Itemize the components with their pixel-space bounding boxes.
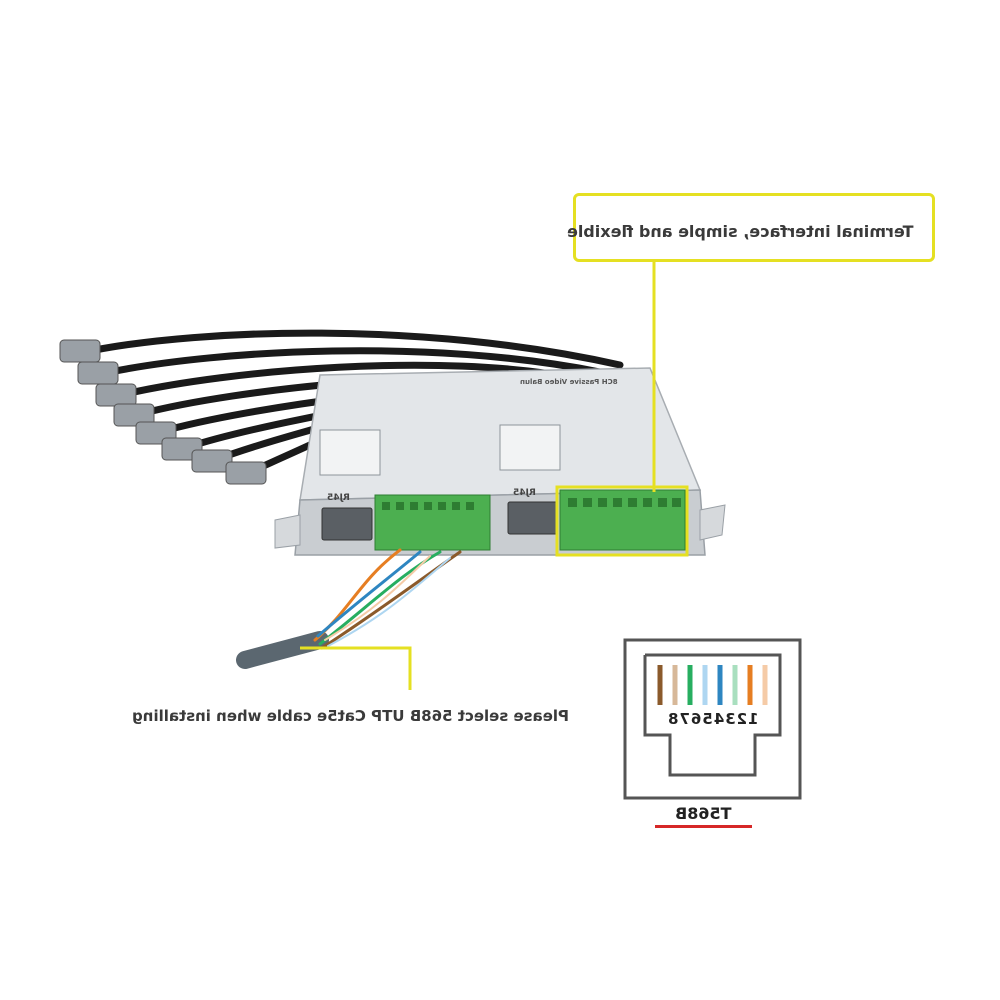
standard-underline <box>655 825 752 828</box>
standard-label: T568B <box>675 804 732 823</box>
bnc-connectors <box>59 339 267 485</box>
balun-housing <box>274 367 726 556</box>
cable-callout-line <box>300 646 412 690</box>
rj45-left-label: RJ45 <box>327 493 350 503</box>
utp-cable <box>236 548 462 669</box>
terminal-callout-box <box>573 193 935 262</box>
t568b-diagram <box>623 638 802 828</box>
device-top-label: 8CH Passive Video Balun <box>520 378 618 386</box>
rj45-ports <box>321 501 559 541</box>
terminal-callout-label: Terminal interface, simple and flexible <box>566 222 914 241</box>
terminal-highlight-box <box>555 485 689 557</box>
terminal-blocks <box>374 489 686 551</box>
rj45-right-label: RJ45 <box>513 488 536 498</box>
pin-numbers: 12345678 <box>666 710 759 728</box>
cable-callout-label: Please select 568B UTP Cat5e cable when … <box>131 707 569 725</box>
